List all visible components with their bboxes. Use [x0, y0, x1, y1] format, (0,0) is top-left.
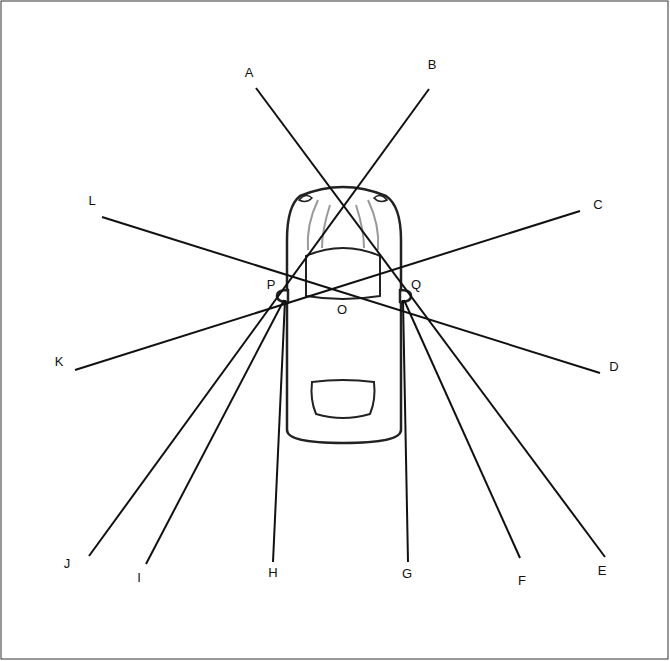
car-body	[277, 187, 411, 443]
point-label: I	[137, 571, 141, 584]
rear-window	[312, 380, 375, 418]
point-label: H	[268, 566, 277, 579]
right-mirror	[400, 290, 411, 302]
point-label: L	[88, 194, 95, 207]
point-label: E	[598, 564, 607, 577]
cabin-roof	[306, 248, 380, 299]
headlight	[374, 195, 387, 201]
point-label: D	[609, 360, 618, 373]
point-label: A	[245, 66, 254, 79]
point-label: J	[64, 557, 71, 570]
point-label: K	[55, 355, 64, 368]
headlight	[299, 195, 312, 201]
point-label: Q	[411, 278, 421, 291]
sight-lines	[75, 88, 605, 564]
point-label: B	[428, 58, 437, 71]
point-label: C	[593, 198, 602, 211]
point-label: O	[337, 303, 347, 316]
point-label: P	[267, 278, 276, 291]
point-label: F	[518, 574, 526, 587]
point-label: G	[402, 567, 412, 580]
